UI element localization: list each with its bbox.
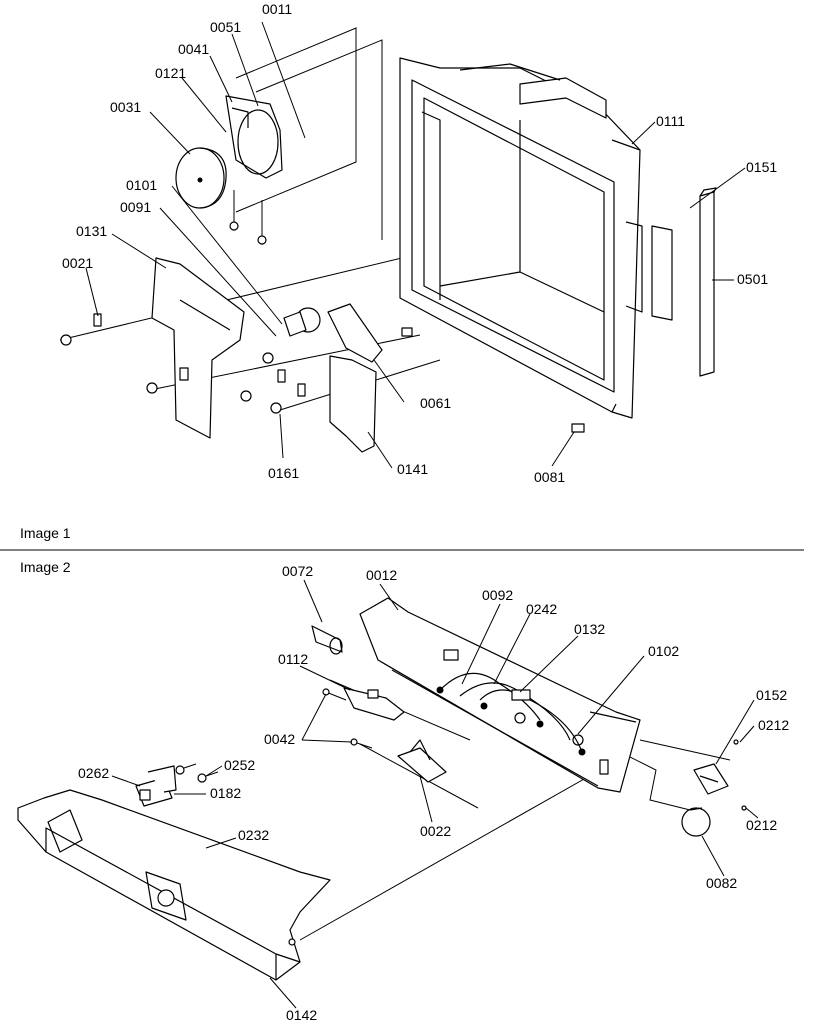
label-0151: 0151 — [746, 159, 777, 175]
housing-0111 — [399, 57, 673, 419]
label-0102: 0102 — [648, 643, 679, 659]
label-0132: 0132 — [574, 621, 605, 637]
duct-0141 — [327, 303, 413, 453]
label-0061: 0061 — [420, 395, 451, 411]
leader-lines-image2 — [111, 579, 759, 1009]
label-0021: 0021 — [62, 255, 93, 271]
front-panel-0232 — [17, 789, 331, 981]
label-0501: 0501 — [737, 271, 768, 287]
switch-0112 — [343, 687, 405, 721]
label-0262: 0262 — [78, 765, 109, 781]
label-0112: 0112 — [278, 651, 308, 667]
label-0091: 0091 — [120, 199, 151, 215]
label-0031: 0031 — [110, 99, 141, 115]
switch-block-0262 — [135, 763, 219, 807]
label-0082: 0082 — [706, 875, 737, 891]
control-bracket-0012 — [359, 597, 641, 793]
label-0142: 0142 — [286, 1007, 317, 1023]
switch-0022 — [397, 739, 447, 783]
damper-motor-0101 — [283, 307, 321, 337]
label-0101: 0101 — [126, 177, 157, 193]
screws-image1 — [60, 313, 585, 433]
caption-image1: Image 1 — [20, 525, 71, 541]
label-0212-top: 0212 — [758, 717, 789, 733]
label-0131: 0131 — [76, 223, 107, 239]
label-0092: 0092 — [482, 587, 513, 603]
label-0232: 0232 — [238, 827, 269, 843]
label-0042: 0042 — [264, 731, 295, 747]
image1-drawing: 0011 0051 0041 0121 0031 0111 0151 0101 … — [59, 1, 777, 485]
caption-image2: Image 2 — [20, 559, 71, 575]
label-0011: 0011 — [262, 1, 292, 17]
label-0051: 0051 — [210, 19, 241, 35]
label-0041: 0041 — [178, 41, 209, 57]
label-0152: 0152 — [756, 687, 787, 703]
seal-strip-0501 — [699, 187, 717, 377]
label-0012: 0012 — [366, 567, 397, 583]
label-0121: 0121 — [155, 65, 186, 81]
bracket-0152 — [693, 739, 747, 811]
leader-lines-image1 — [85, 21, 746, 469]
label-0252: 0252 — [224, 757, 255, 773]
label-0072: 0072 — [282, 563, 313, 579]
duct-0131 — [151, 257, 245, 439]
label-0161: 0161 — [268, 465, 299, 481]
fan-bracket-0041 — [225, 95, 283, 245]
label-0182: 0182 — [210, 785, 241, 801]
label-0111: 0111 — [656, 113, 685, 129]
image2-drawing: 0072 0012 0092 0242 0132 0112 0102 0152 … — [17, 563, 789, 1023]
label-0022: 0022 — [420, 823, 451, 839]
label-0212-bottom: 0212 — [746, 817, 777, 833]
motor-0031 — [175, 147, 227, 209]
label-0242: 0242 — [526, 601, 557, 617]
label-0081: 0081 — [534, 469, 565, 485]
thermostat-0072 — [311, 625, 343, 655]
knob-0082 — [681, 807, 711, 837]
label-0141: 0141 — [397, 461, 428, 477]
